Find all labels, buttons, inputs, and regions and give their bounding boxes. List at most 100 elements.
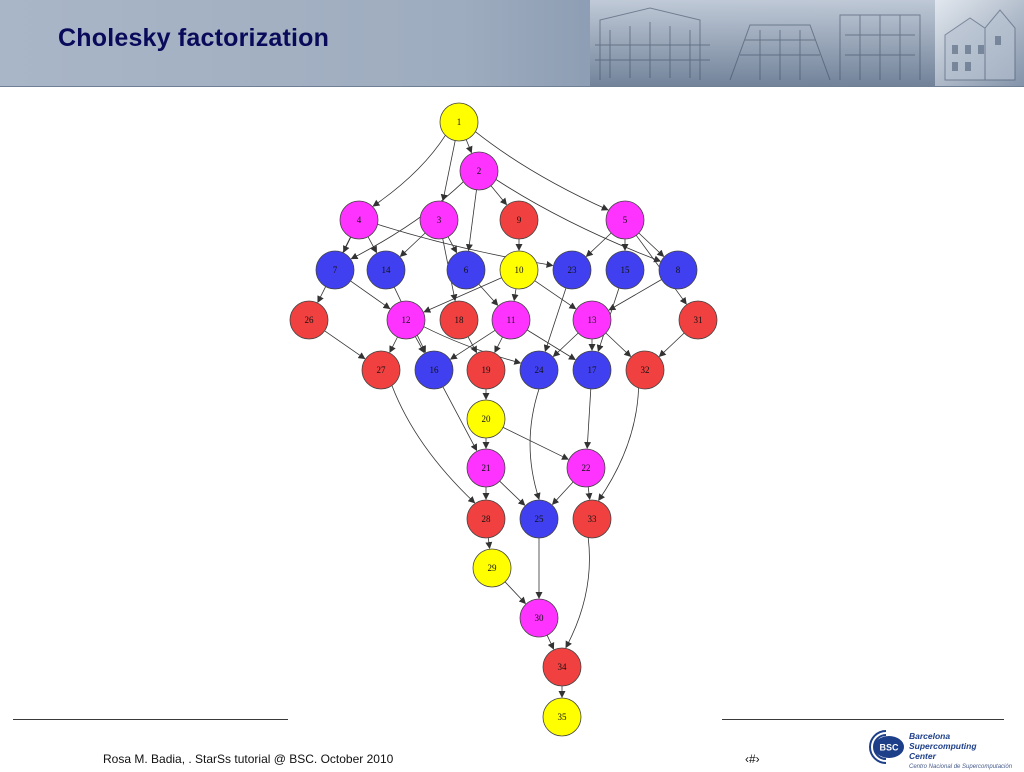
edge-23-to-24 [543,287,567,352]
node-11-label: 11 [507,315,516,325]
node-17-label: 17 [588,365,598,375]
slide-title: Cholesky factorization [58,24,330,52]
node-9: 9 [499,200,539,240]
node-12: 12 [386,300,426,340]
edge-3-to-14 [399,232,426,257]
node-7-label: 7 [333,265,338,275]
node-12-circle [386,300,426,340]
node-1: 1 [439,102,479,142]
node-13-circle [572,300,612,340]
edge-10-to-13 [534,280,577,310]
edge-13-to-24 [552,332,579,357]
node-25: 25 [519,499,559,539]
node-28-label: 28 [482,514,492,524]
node-23-circle [552,250,592,290]
node-18: 18 [439,300,479,340]
edge-22-to-33 [585,486,593,501]
node-24: 24 [519,350,559,390]
bsc-logo-badge: BSC [879,743,899,753]
node-21-circle [466,448,506,488]
node-16-label: 16 [430,365,440,375]
node-10: 10 [499,250,539,290]
node-17: 17 [572,350,612,390]
edge-8-to-13 [608,279,662,311]
node-20-label: 20 [482,414,492,424]
node-31-circle [678,300,718,340]
footer-rule-right [722,719,1004,720]
node-30-label: 30 [535,613,545,623]
edge-10-to-11 [511,288,519,302]
edge-26-to-27 [324,330,366,360]
edge-4-to-14 [367,236,377,254]
node-32-circle [625,350,665,390]
edge-20-to-22 [502,427,569,460]
node-30: 30 [519,598,559,638]
node-13: 13 [572,300,612,340]
bsc-logo-line1: Barcelona [909,731,951,741]
node-28: 28 [466,499,506,539]
node-20-circle [466,399,506,439]
node-22-circle [566,448,606,488]
node-21-label: 21 [482,463,491,473]
edge-2-to-8 [495,179,662,263]
edge-17-to-22 [584,388,592,449]
edge-2-to-6 [465,189,477,252]
node-5-label: 5 [623,215,628,225]
node-7: 7 [315,250,355,290]
node-21: 21 [466,448,506,488]
node-29: 29 [472,548,512,588]
node-5: 5 [605,200,645,240]
footer-rule-left [13,719,288,720]
node-29-circle [472,548,512,588]
node-10-circle [499,250,539,290]
edge-24-to-25 [529,388,541,500]
node-19-label: 19 [482,365,492,375]
node-24-circle [519,350,559,390]
node-4-circle [339,200,379,240]
node-5-circle [605,200,645,240]
edge-32-to-33 [598,387,639,502]
node-11: 11 [491,300,531,340]
node-20: 20 [466,399,506,439]
node-34-label: 34 [558,662,568,672]
node-8-circle [658,250,698,290]
header-photo-banner [590,0,1024,86]
edge-13-to-32 [605,332,632,357]
edge-12-to-16 [414,336,425,354]
node-19-circle [466,350,506,390]
node-2: 2 [459,151,499,191]
node-23: 23 [552,250,592,290]
node-30-circle [519,598,559,638]
bsc-logo-line2: Supercomputing [909,741,977,751]
node-33-label: 33 [588,514,598,524]
node-2-circle [459,151,499,191]
node-6-circle [446,250,486,290]
node-27-label: 27 [377,365,387,375]
node-27: 27 [361,350,401,390]
node-15: 15 [605,250,645,290]
node-17-circle [572,350,612,390]
edge-21-to-25 [499,480,526,506]
node-19: 19 [466,350,506,390]
node-6-label: 6 [464,265,469,275]
edge-18-to-19 [467,336,477,354]
edge-1-to-2 [465,139,473,154]
bsc-logo-text: Barcelona Supercomputing Center Centro N… [909,731,1021,772]
node-33-circle [572,499,612,539]
node-27-circle [361,350,401,390]
slide-header: Cholesky factorization [0,0,1024,87]
node-29-label: 29 [488,563,498,573]
edge-29-to-30 [504,581,526,605]
edge-7-to-12 [350,280,391,310]
node-35-circle [542,697,582,737]
node-7-circle [315,250,355,290]
node-31-label: 31 [694,315,703,325]
edge-10-to-12 [423,277,502,313]
edge-2-to-9 [490,185,508,206]
node-35-label: 35 [558,712,568,722]
node-25-label: 25 [535,514,545,524]
node-33: 33 [572,499,612,539]
node-16: 16 [414,350,454,390]
node-28-circle [466,499,506,539]
